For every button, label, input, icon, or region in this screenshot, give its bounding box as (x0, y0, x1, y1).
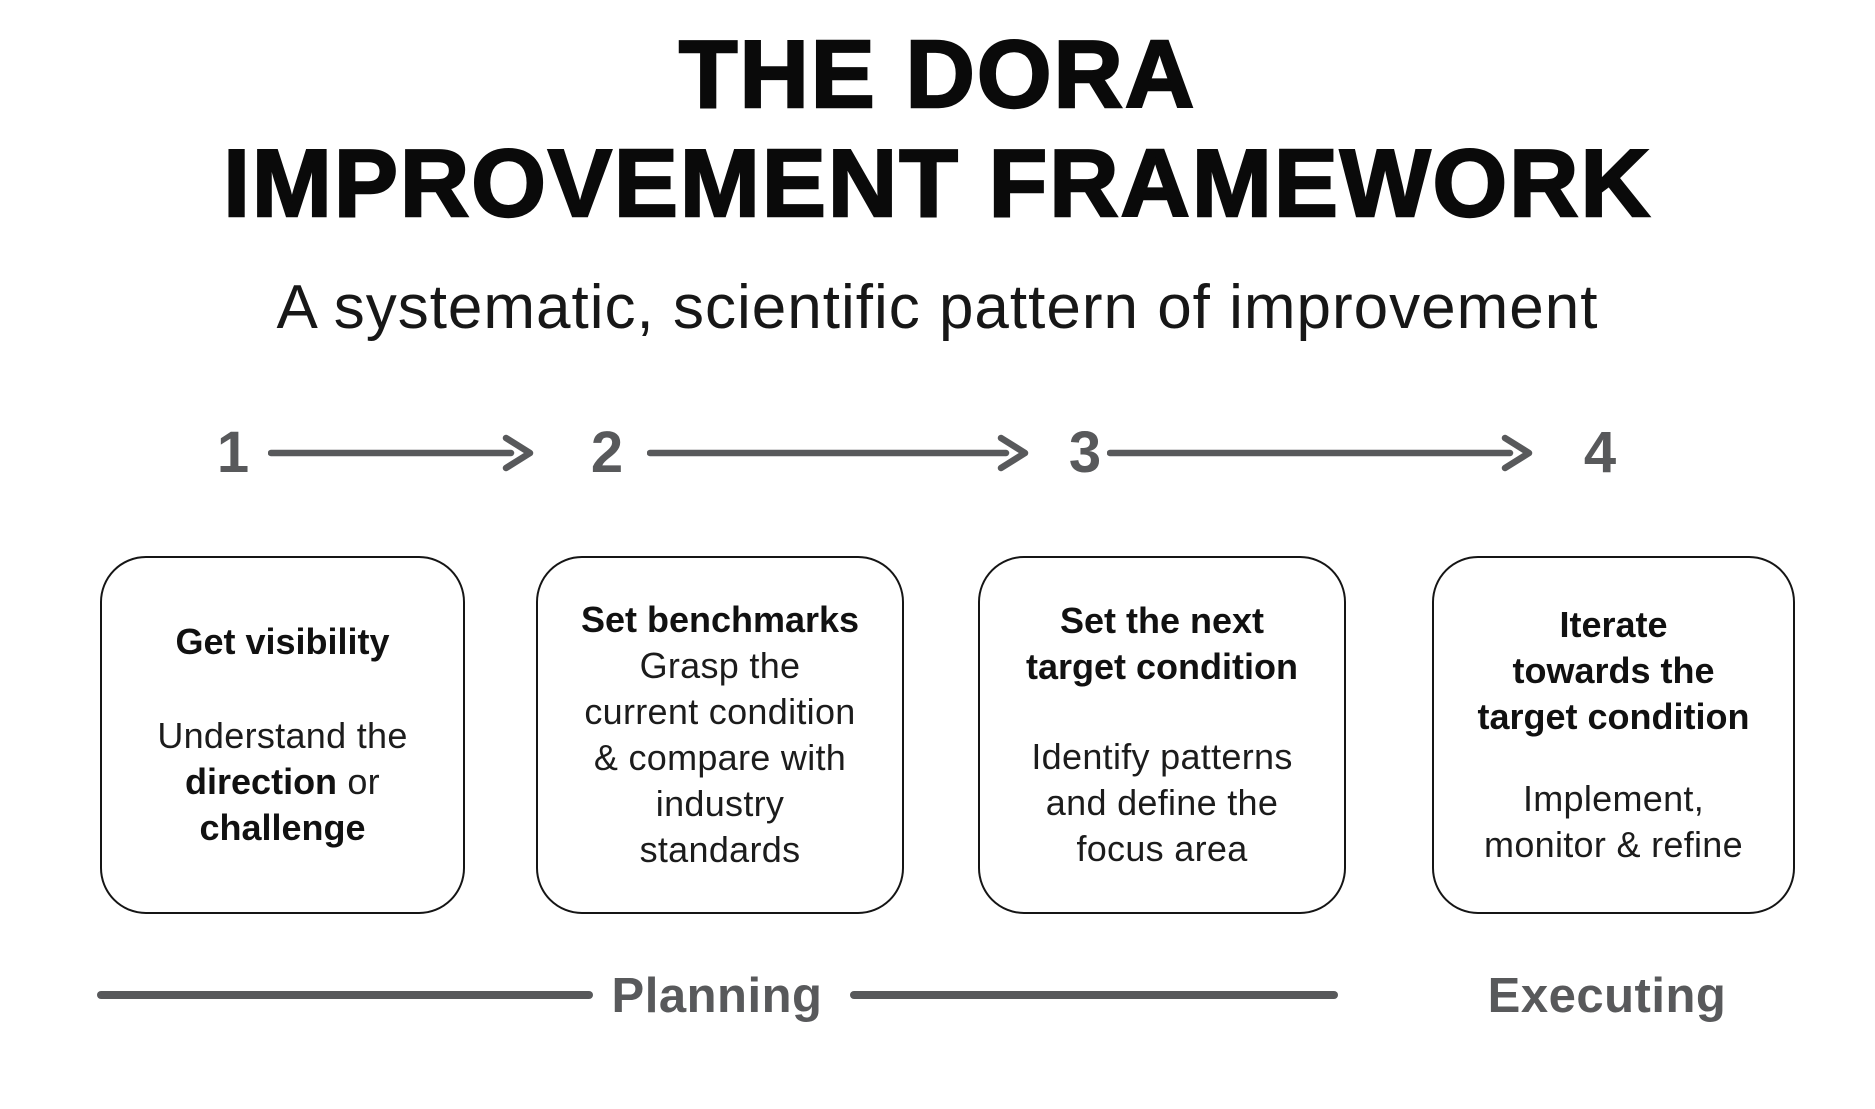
step-card-body: Implement, monitor & refine (1484, 778, 1743, 866)
subtitle: A systematic, scientific pattern of impr… (276, 273, 1599, 342)
step-card-title: Iterate towards the target condition (1477, 603, 1750, 737)
page-title: THE DORA IMPROVEMENT FRAMEWORK (0, 20, 1875, 239)
arrow-right-icon (647, 434, 1029, 472)
step-number-1: 1 (216, 420, 250, 485)
step-card-body: Understand the direction or challenge (157, 714, 408, 849)
step-card-body: Identify patterns and define the focus a… (1031, 735, 1293, 870)
phase-label-planning: Planning (611, 969, 823, 1023)
step-number-2: 2 (590, 420, 624, 485)
step-number-3: 3 (1068, 420, 1102, 485)
step-card-iterate-towards-target: Iterate towards the target condition Imp… (1432, 556, 1795, 914)
step-number-4: 4 (1583, 420, 1617, 485)
step-card-title: Set the next target condition (1026, 599, 1298, 687)
arrow-right-icon (1107, 434, 1533, 472)
arrow-right-icon (268, 434, 534, 472)
step-card-set-next-target-condition: Set the next target condition Identify p… (978, 556, 1346, 914)
page-title-line-1: THE DORA (678, 20, 1197, 129)
step-card-title: Get visibility (175, 620, 390, 662)
step-card-set-benchmarks: Set benchmarks Grasp the current conditi… (536, 556, 904, 914)
page-title-line-2: IMPROVEMENT FRAMEWORK (222, 129, 1652, 238)
phase-label-executing: Executing (1487, 969, 1727, 1023)
planning-divider-line-left (97, 991, 593, 999)
step-card-body: Grasp the current condition & compare wi… (584, 644, 856, 871)
step-card-get-visibility: Get visibility Understand the direction … (100, 556, 465, 914)
step-card-title: Set benchmarks (580, 598, 860, 640)
planning-divider-line-right (850, 991, 1338, 999)
